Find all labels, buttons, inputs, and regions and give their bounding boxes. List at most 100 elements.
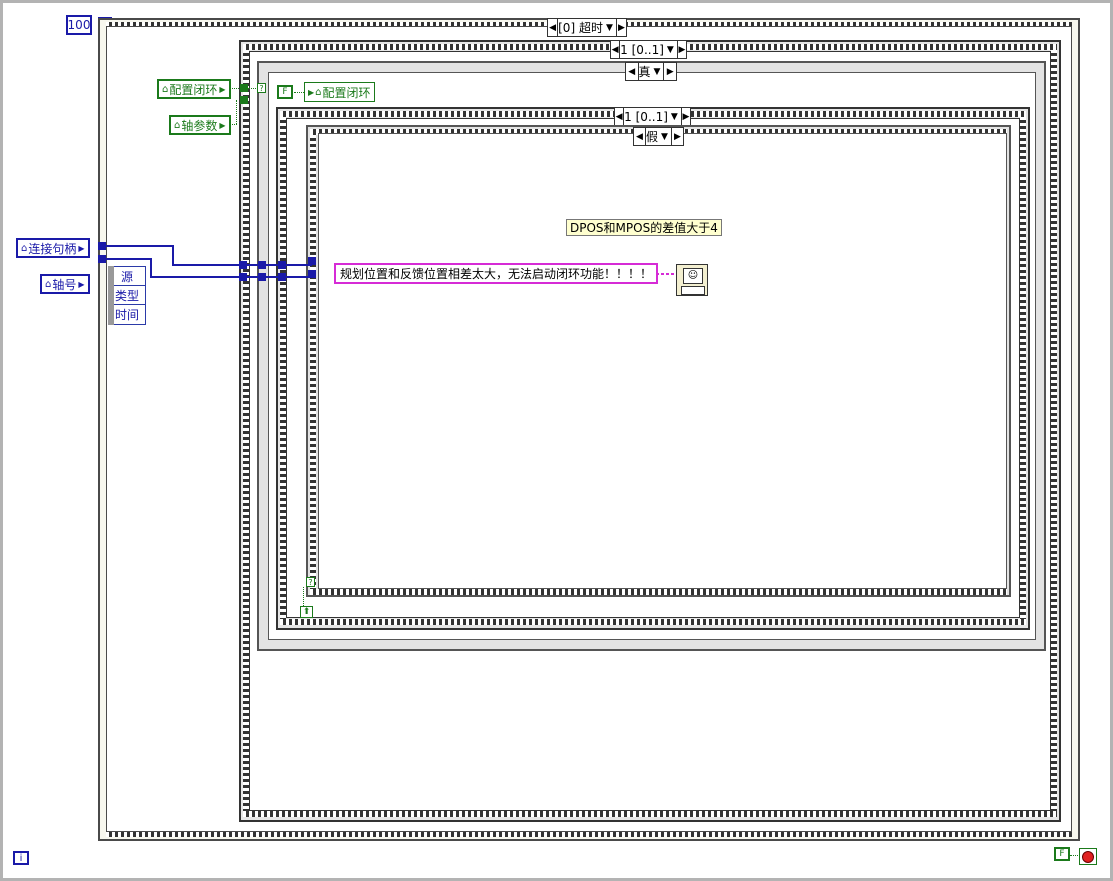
timeout-value: 100: [67, 18, 91, 32]
event-data-type[interactable]: 类型: [109, 286, 145, 305]
case-tunnel-1: [258, 261, 266, 269]
inner-seq-tunnel-1: [278, 261, 286, 269]
case-false-frame: [318, 133, 1007, 589]
event-data-node-handle: [108, 266, 114, 325]
case-tunnel-2: [258, 273, 266, 281]
prev-arrow-icon[interactable]: ◀: [634, 128, 647, 145]
iteration-label: i: [19, 852, 23, 864]
config-closed-loop-label: 配置闭环: [169, 82, 218, 97]
inner-sequence-label: 1 [0..1]: [624, 109, 668, 124]
handle-wire[interactable]: [104, 245, 174, 247]
event-data-node[interactable]: 源 类型 时间: [108, 266, 146, 325]
connection-handle-control[interactable]: ⌂ 连接句柄 ▶: [16, 238, 90, 258]
iteration-terminal: i: [13, 851, 29, 865]
case-selector-terminal: ?: [257, 83, 266, 93]
false-case-tunnel-1: [308, 257, 316, 265]
comment-text: DPOS和MPOS的差值大于4: [570, 221, 718, 235]
axis-wire-v[interactable]: [150, 258, 152, 278]
next-arrow-icon[interactable]: ▶: [680, 108, 690, 125]
home-icon: ⌂: [21, 242, 28, 254]
prev-arrow-icon[interactable]: ◀: [615, 108, 625, 125]
string-wire[interactable]: [656, 273, 676, 275]
chevron-down-icon[interactable]: ▼: [605, 22, 613, 33]
chevron-down-icon[interactable]: ▼: [666, 44, 674, 55]
stop-wire[interactable]: [1070, 855, 1080, 856]
event-data-type-label: 类型: [114, 288, 139, 303]
cluster-wire-vertical[interactable]: [236, 100, 237, 124]
bool-tunnel: [240, 84, 248, 92]
handle-tunnel: [98, 242, 106, 250]
triangle-right-icon: ▶: [219, 84, 226, 94]
stop-false-constant[interactable]: F: [1054, 847, 1070, 861]
stop-terminal[interactable]: [1079, 848, 1097, 865]
chevron-down-icon[interactable]: ▼: [661, 131, 668, 142]
false-constant[interactable]: F: [277, 85, 293, 99]
config-closed-loop-local[interactable]: ▶ ⌂ 配置闭环: [304, 82, 375, 102]
bool-wire[interactable]: [229, 88, 243, 89]
case-true-label: 真: [638, 65, 651, 79]
event-data-time-label: 时间: [114, 307, 139, 322]
arrow-up-icon: ⬆: [300, 606, 313, 618]
event-data-time[interactable]: 时间: [109, 305, 145, 323]
prev-arrow-icon[interactable]: ◀: [611, 41, 621, 58]
comment-label[interactable]: DPOS和MPOS的差值大于4: [566, 219, 722, 236]
chevron-down-icon[interactable]: ▼: [653, 66, 661, 77]
cluster-wire[interactable]: [229, 124, 237, 125]
timeout-constant[interactable]: 100: [66, 15, 92, 35]
case-false-label: 假: [646, 130, 659, 144]
handle-wire-v[interactable]: [172, 245, 174, 266]
false-constant-label: F: [282, 87, 288, 97]
outer-sequence-film-bottom: [243, 811, 1057, 817]
outer-sequence-label: 1 [0..1]: [620, 42, 664, 57]
false-case-tunnel-2: [308, 270, 316, 278]
case-false-selector-terminal: ?: [306, 577, 315, 587]
inner-sequence-film-left: [280, 117, 286, 619]
event-structure-border-bottom: [106, 831, 1072, 837]
outer-sequence-selector[interactable]: ◀ 1 [0..1] ▼ ▶: [610, 40, 687, 59]
stop-icon: [1082, 850, 1094, 863]
case-false-film-bottom: [310, 589, 1007, 595]
prev-arrow-icon[interactable]: ◀: [548, 19, 559, 36]
message-string-constant[interactable]: 规划位置和反馈位置相差太大，无法启动闭环功能！！！！: [334, 263, 659, 284]
triangle-right-icon: ▶: [78, 279, 85, 289]
event-case-label: [0] 超时: [558, 21, 603, 35]
seq-tunnel-1: [239, 261, 247, 269]
chevron-down-icon[interactable]: ▼: [670, 111, 678, 122]
axis-params-control[interactable]: ⌂ 轴参数 ▶: [169, 115, 231, 135]
next-arrow-icon[interactable]: ▶: [663, 63, 676, 80]
home-icon: ⌂: [315, 86, 322, 98]
button-glyph-icon: [681, 286, 705, 295]
inner-seq-tunnel-2: [278, 273, 286, 281]
event-data-source-label: 源: [120, 269, 133, 284]
bool-const-wire[interactable]: [294, 92, 304, 93]
case-false-selector[interactable]: ◀ 假 ▼ ▶: [633, 127, 684, 146]
home-icon: ⌂: [162, 83, 169, 95]
axis-number-control[interactable]: ⌂ 轴号 ▶: [40, 274, 90, 294]
connection-handle-label: 连接句柄: [28, 241, 77, 256]
axis-wire-2[interactable]: [150, 276, 312, 278]
prev-arrow-icon[interactable]: ◀: [626, 63, 639, 80]
event-data-source[interactable]: 源: [109, 267, 145, 286]
next-arrow-icon[interactable]: ▶: [670, 128, 683, 145]
axis-tunnel: [98, 255, 106, 263]
triangle-right-icon: ▶: [308, 87, 315, 97]
selector-wire[interactable]: [248, 88, 258, 89]
inner-bool-wire[interactable]: [303, 587, 304, 606]
inner-sequence-film-bottom: [280, 619, 1026, 625]
triangle-right-icon: ▶: [219, 120, 226, 130]
event-case-selector[interactable]: ◀ [0] 超时 ▼ ▶: [547, 18, 627, 37]
dialog-vi-icon[interactable]: ☺: [676, 264, 708, 296]
inner-sequence-selector[interactable]: ◀ 1 [0..1] ▼ ▶: [614, 107, 691, 126]
config-closed-loop-control[interactable]: ⌂ 配置闭环 ▶: [157, 79, 231, 99]
next-arrow-icon[interactable]: ▶: [676, 41, 686, 58]
cluster-tunnel: [240, 96, 248, 104]
message-icon: ☺: [683, 268, 703, 284]
axis-wire[interactable]: [104, 258, 152, 260]
triangle-right-icon: ▶: [78, 243, 85, 253]
next-arrow-icon[interactable]: ▶: [615, 19, 626, 36]
message-string-text: 规划位置和反馈位置相差太大，无法启动闭环功能！！！！: [340, 267, 653, 281]
outer-sequence-film-left: [243, 50, 249, 811]
outer-sequence-film-right: [1051, 50, 1057, 811]
case-true-selector[interactable]: ◀ 真 ▼ ▶: [625, 62, 677, 81]
